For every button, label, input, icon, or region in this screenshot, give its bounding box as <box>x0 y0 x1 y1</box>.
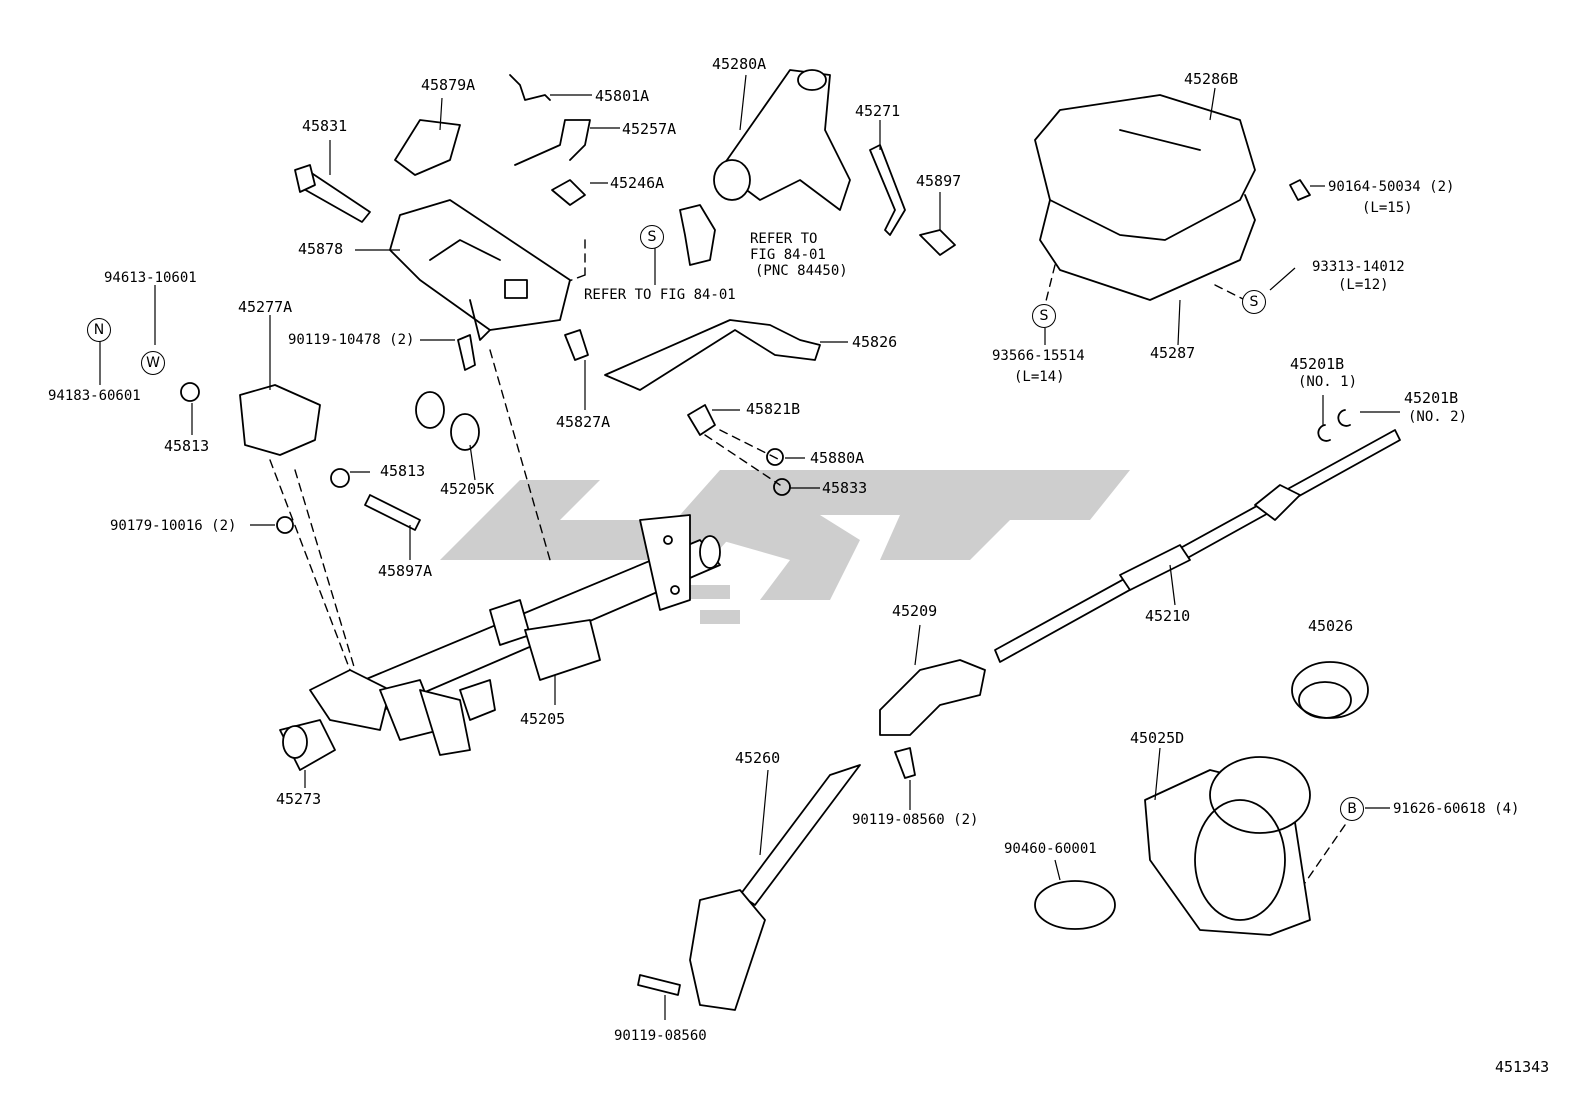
label-93313-14012: 93313-14012 <box>1312 259 1405 275</box>
bolt-90119-10478 <box>457 334 476 371</box>
label-45821B: 45821B <box>746 400 801 418</box>
bolt-45831 <box>294 164 371 223</box>
part-45257A <box>514 119 591 166</box>
label-45826: 45826 <box>852 333 898 351</box>
label-45246A: 45246A <box>610 174 665 192</box>
column-tube-45205 <box>309 514 721 756</box>
label-45878: 45878 <box>298 240 344 258</box>
symbol-b-icon: B <box>1340 797 1364 821</box>
figure-number: 451343 <box>1495 1058 1550 1076</box>
clip-45813-a <box>180 382 200 402</box>
label-93566-15514: 93566-15514 <box>992 348 1085 364</box>
label-45025D: 45025D <box>1130 729 1185 747</box>
label-90119-08560-2: 90119-08560 (2) <box>852 812 979 828</box>
label-45201B-no1: (NO. 1) <box>1298 374 1358 390</box>
housing-45280A <box>713 69 851 211</box>
label-45205: 45205 <box>520 710 566 728</box>
joint-45209 <box>879 659 986 736</box>
label-91626-60618: 91626-60618 (4) <box>1393 801 1520 817</box>
bolt-45897A <box>364 494 421 531</box>
springs-45205K <box>415 391 480 451</box>
leader-lines <box>99 74 1400 1020</box>
label-45286B: 45286B <box>1184 70 1239 88</box>
watermark-logo <box>440 470 1130 624</box>
label-45271: 45271 <box>855 102 901 120</box>
part-45246A <box>551 179 586 206</box>
label-45833: 45833 <box>822 479 868 497</box>
part-45827A <box>564 329 589 361</box>
label-refer-to-1: REFER TO <box>750 231 818 247</box>
clip-45201B-1 <box>1317 424 1331 442</box>
part-45821B <box>687 404 716 436</box>
label-90119-10478: 90119-10478 (2) <box>288 332 415 348</box>
label-pnc-84450: (PNC 84450) <box>755 263 848 279</box>
symbol-w-icon: W <box>141 351 165 375</box>
label-45257A: 45257A <box>622 120 677 138</box>
label-45813-b: 45813 <box>380 462 426 480</box>
label-45880A: 45880A <box>810 449 865 467</box>
part-45879A <box>394 119 461 176</box>
symbol-s-icon: S <box>640 225 664 249</box>
label-45201B-2: 45201B <box>1404 389 1459 407</box>
part-45801A <box>509 74 551 101</box>
shaft-45210 <box>994 429 1401 663</box>
nut-90179 <box>276 516 294 534</box>
label-94183-60601: 94183-60601 <box>48 388 141 404</box>
cover-45025D <box>1144 756 1311 936</box>
label-90179-10016: 90179-10016 (2) <box>110 518 237 534</box>
label-45813-a: 45813 <box>164 437 210 455</box>
bushing-45273 <box>279 719 336 771</box>
symbol-s-icon: S <box>1032 304 1056 328</box>
label-93566-length: (L=14) <box>1014 369 1065 385</box>
label-45260: 45260 <box>735 749 781 767</box>
part-84450 <box>679 204 716 266</box>
label-45026: 45026 <box>1308 617 1354 635</box>
label-45280A: 45280A <box>712 55 767 73</box>
label-45287: 45287 <box>1150 344 1196 362</box>
clamp-90460 <box>1034 880 1116 930</box>
clip-45813-b <box>330 468 350 488</box>
part-45271 <box>869 144 906 236</box>
label-93313-length: (L=12) <box>1338 277 1389 293</box>
symbol-s-icon: S <box>1242 290 1266 314</box>
shaft-45260 <box>689 764 861 1011</box>
part-45277A <box>239 384 321 456</box>
label-45831: 45831 <box>302 117 348 135</box>
grommet-45026 <box>1291 661 1369 719</box>
label-90119-08560: 90119-08560 <box>614 1028 707 1044</box>
label-90164-50034: 90164-50034 (2) <box>1328 179 1455 195</box>
part-45897 <box>919 229 956 256</box>
dashed-leaders <box>269 239 1346 891</box>
bolt-45880A <box>766 448 784 466</box>
bolt-90119-08560-b <box>894 747 916 779</box>
label-45897A: 45897A <box>378 562 433 580</box>
bolt-90119-08560-c <box>637 974 681 996</box>
label-90460-60001: 90460-60001 <box>1004 841 1097 857</box>
label-45879A: 45879A <box>421 76 476 94</box>
label-45201B-1: 45201B <box>1290 355 1345 373</box>
label-fig-84-01: FIG 84-01 <box>750 247 826 263</box>
label-45205K: 45205K <box>440 480 495 498</box>
label-45201B-no2: (NO. 2) <box>1408 409 1468 425</box>
nut-45833 <box>773 478 791 496</box>
label-45277A: 45277A <box>238 298 293 316</box>
symbol-n-icon: N <box>87 318 111 342</box>
label-45209: 45209 <box>892 602 938 620</box>
label-45897: 45897 <box>916 172 962 190</box>
label-45801A: 45801A <box>595 87 650 105</box>
label-90164-length: (L=15) <box>1362 200 1413 216</box>
bracket-45878 <box>389 199 571 341</box>
label-45273: 45273 <box>276 790 322 808</box>
bracket-45826 <box>604 319 821 391</box>
bolt-90164 <box>1289 179 1311 201</box>
clip-45201B-2 <box>1337 409 1351 427</box>
cover-45286B <box>1034 94 1256 301</box>
label-45827A: 45827A <box>556 413 611 431</box>
label-refer-to-fig-84-01: REFER TO FIG 84-01 <box>584 287 736 303</box>
label-45210: 45210 <box>1145 607 1191 625</box>
label-94613-10601: 94613-10601 <box>104 270 197 286</box>
